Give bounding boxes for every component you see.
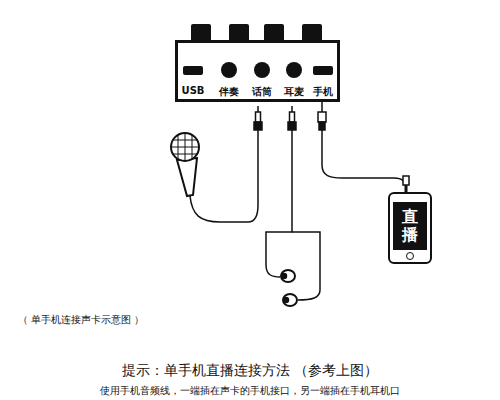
mic-cable [190, 130, 258, 222]
tip-heading: 提示：单手机直播连接方法 （参考上图） [122, 362, 378, 380]
phone-jack-tip [405, 185, 408, 192]
port-label: 伴奏 [219, 85, 239, 99]
port-jack [286, 62, 302, 78]
plugs [254, 106, 326, 130]
port-label: USB [182, 85, 205, 96]
phone-jack [403, 176, 409, 185]
phone: 直播 [388, 192, 432, 264]
screen-text: 直播 [402, 208, 418, 243]
port-label: 话筒 [252, 85, 272, 99]
microphone [171, 133, 199, 196]
port-jack [254, 62, 270, 78]
phone-cable [322, 102, 406, 192]
instruction-note: 使用手机音频线，一端插在声卡的手机接口，另一端插在手机耳机口 [100, 384, 400, 398]
port-label: 耳麦 [284, 85, 304, 99]
port-slot [313, 66, 333, 75]
port-jack [221, 62, 237, 78]
earphones [266, 130, 320, 306]
port-label: 手机 [313, 85, 333, 99]
home-button [406, 252, 414, 260]
port-slot [183, 66, 203, 75]
figure-caption: （ 单手机连接声卡示意图 ） [18, 313, 144, 327]
sound-card: USB 伴奏话筒耳麦手机 [175, 40, 340, 102]
